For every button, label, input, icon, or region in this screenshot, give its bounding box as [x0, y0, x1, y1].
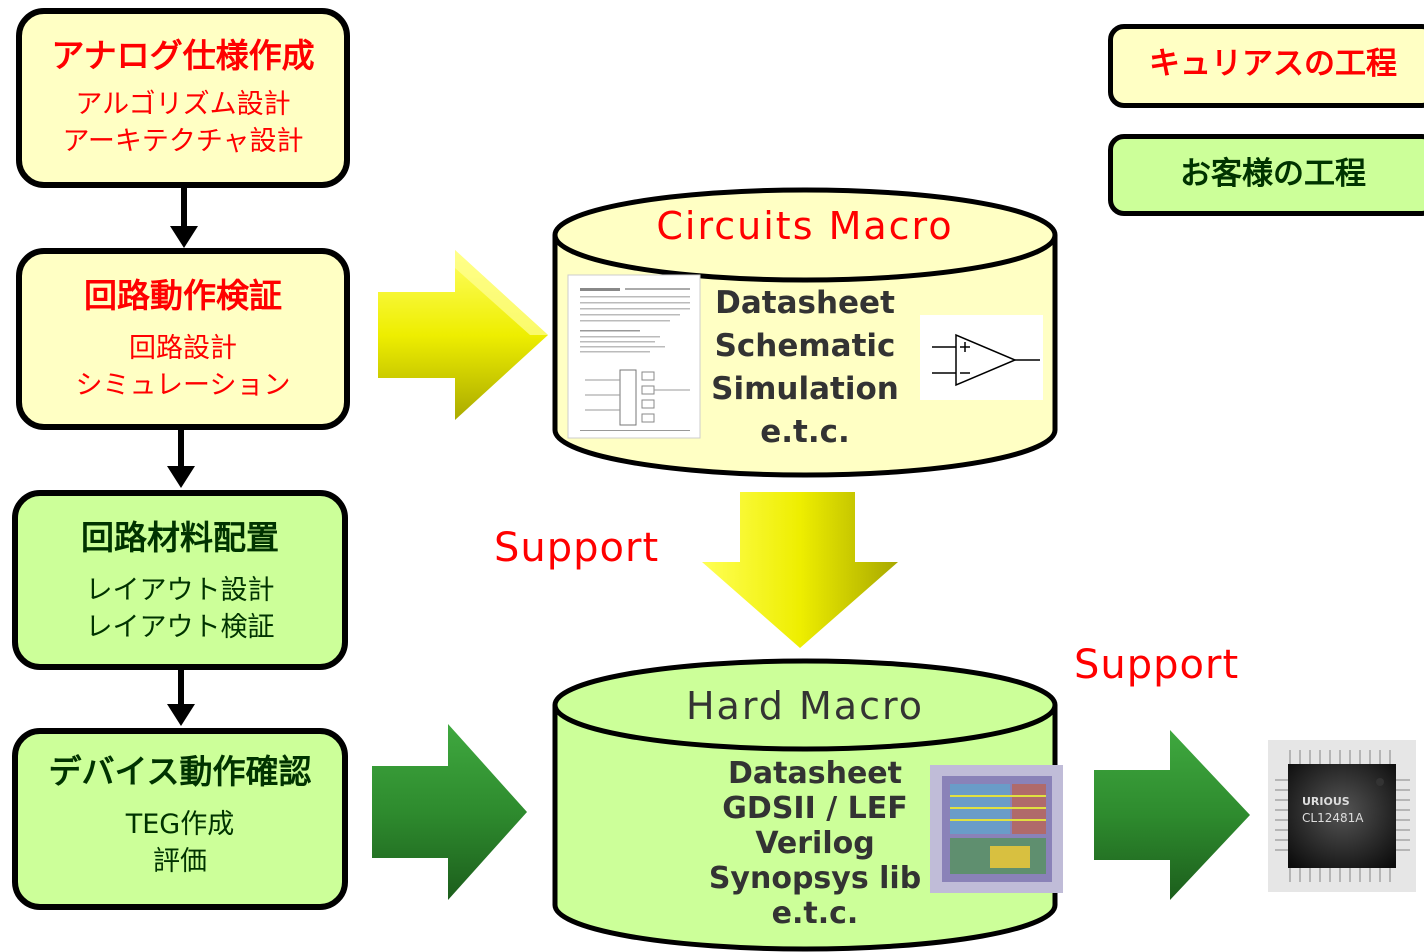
- step-title: 回路動作検証: [84, 276, 282, 315]
- yellow-arrow-down-icon: [702, 492, 898, 648]
- step-circuit-verification: 回路動作検証 回路設計 シミュレーション: [16, 248, 350, 430]
- support-label: Support: [494, 525, 660, 571]
- circuits-macro-item: e.t.c.: [760, 414, 850, 450]
- step-line: シミュレーション: [75, 370, 291, 401]
- legend-curious-process: キュリアスの工程: [1108, 24, 1424, 108]
- circuits-macro-items: Datasheet Schematic Simulation e.t.c.: [690, 282, 920, 454]
- circuits-macro-item: Simulation: [711, 371, 899, 407]
- step-device-verification: デバイス動作確認 TEG作成 評価: [12, 728, 348, 910]
- green-arrow-right-icon: [1094, 730, 1250, 900]
- datasheet-thumbnail-image: [567, 274, 701, 439]
- step-analog-spec: アナログ仕様作成 アルゴリズム設計 アーキテクチャ設計: [16, 8, 350, 188]
- hard-macro-item: Synopsys lib: [708, 861, 922, 896]
- step-title: 回路材料配置: [81, 518, 279, 557]
- circuits-macro-item: Datasheet: [715, 285, 895, 321]
- hard-macro-title: Hard Macro: [685, 684, 925, 728]
- step-title: アナログ仕様作成: [51, 36, 315, 75]
- hard-macro-item: Datasheet: [728, 756, 902, 791]
- step-circuit-layout: 回路材料配置 レイアウト設計 レイアウト検証: [12, 490, 348, 670]
- step-line: 回路設計: [129, 333, 237, 364]
- chip-brand-text: URIOUS: [1302, 795, 1350, 808]
- step-line: アーキテクチャ設計: [62, 126, 304, 157]
- step-line: 評価: [153, 846, 207, 877]
- circuits-macro-title: Circuits Macro: [656, 204, 954, 248]
- flow-connectors: [167, 188, 198, 726]
- hard-macro-items: Datasheet GDSII / LEF Verilog Synopsys l…: [680, 756, 950, 931]
- step-line: レイアウト検証: [85, 612, 275, 643]
- hard-macro-item: GDSII / LEF: [722, 791, 908, 826]
- step-line: TEG作成: [125, 809, 235, 840]
- step-title: デバイス動作確認: [48, 752, 312, 791]
- qfp-chip-image: URIOUS CL12481A: [1268, 740, 1416, 892]
- opamp-schematic-image: [920, 315, 1043, 400]
- circuits-macro-item: Schematic: [714, 328, 896, 364]
- yellow-arrow-right-icon: [378, 250, 548, 420]
- green-arrow-right-icon: [372, 724, 527, 900]
- step-line: レイアウト設計: [85, 575, 275, 606]
- hard-macro-item: Verilog: [755, 826, 875, 861]
- legend-customer-process: お客様の工程: [1108, 134, 1424, 216]
- layout-die-image: [930, 765, 1063, 893]
- support-label: Support: [1074, 642, 1240, 688]
- step-line: アルゴリズム設計: [75, 89, 291, 120]
- chip-part-number-text: CL12481A: [1302, 811, 1364, 825]
- hard-macro-item: e.t.c.: [771, 896, 859, 931]
